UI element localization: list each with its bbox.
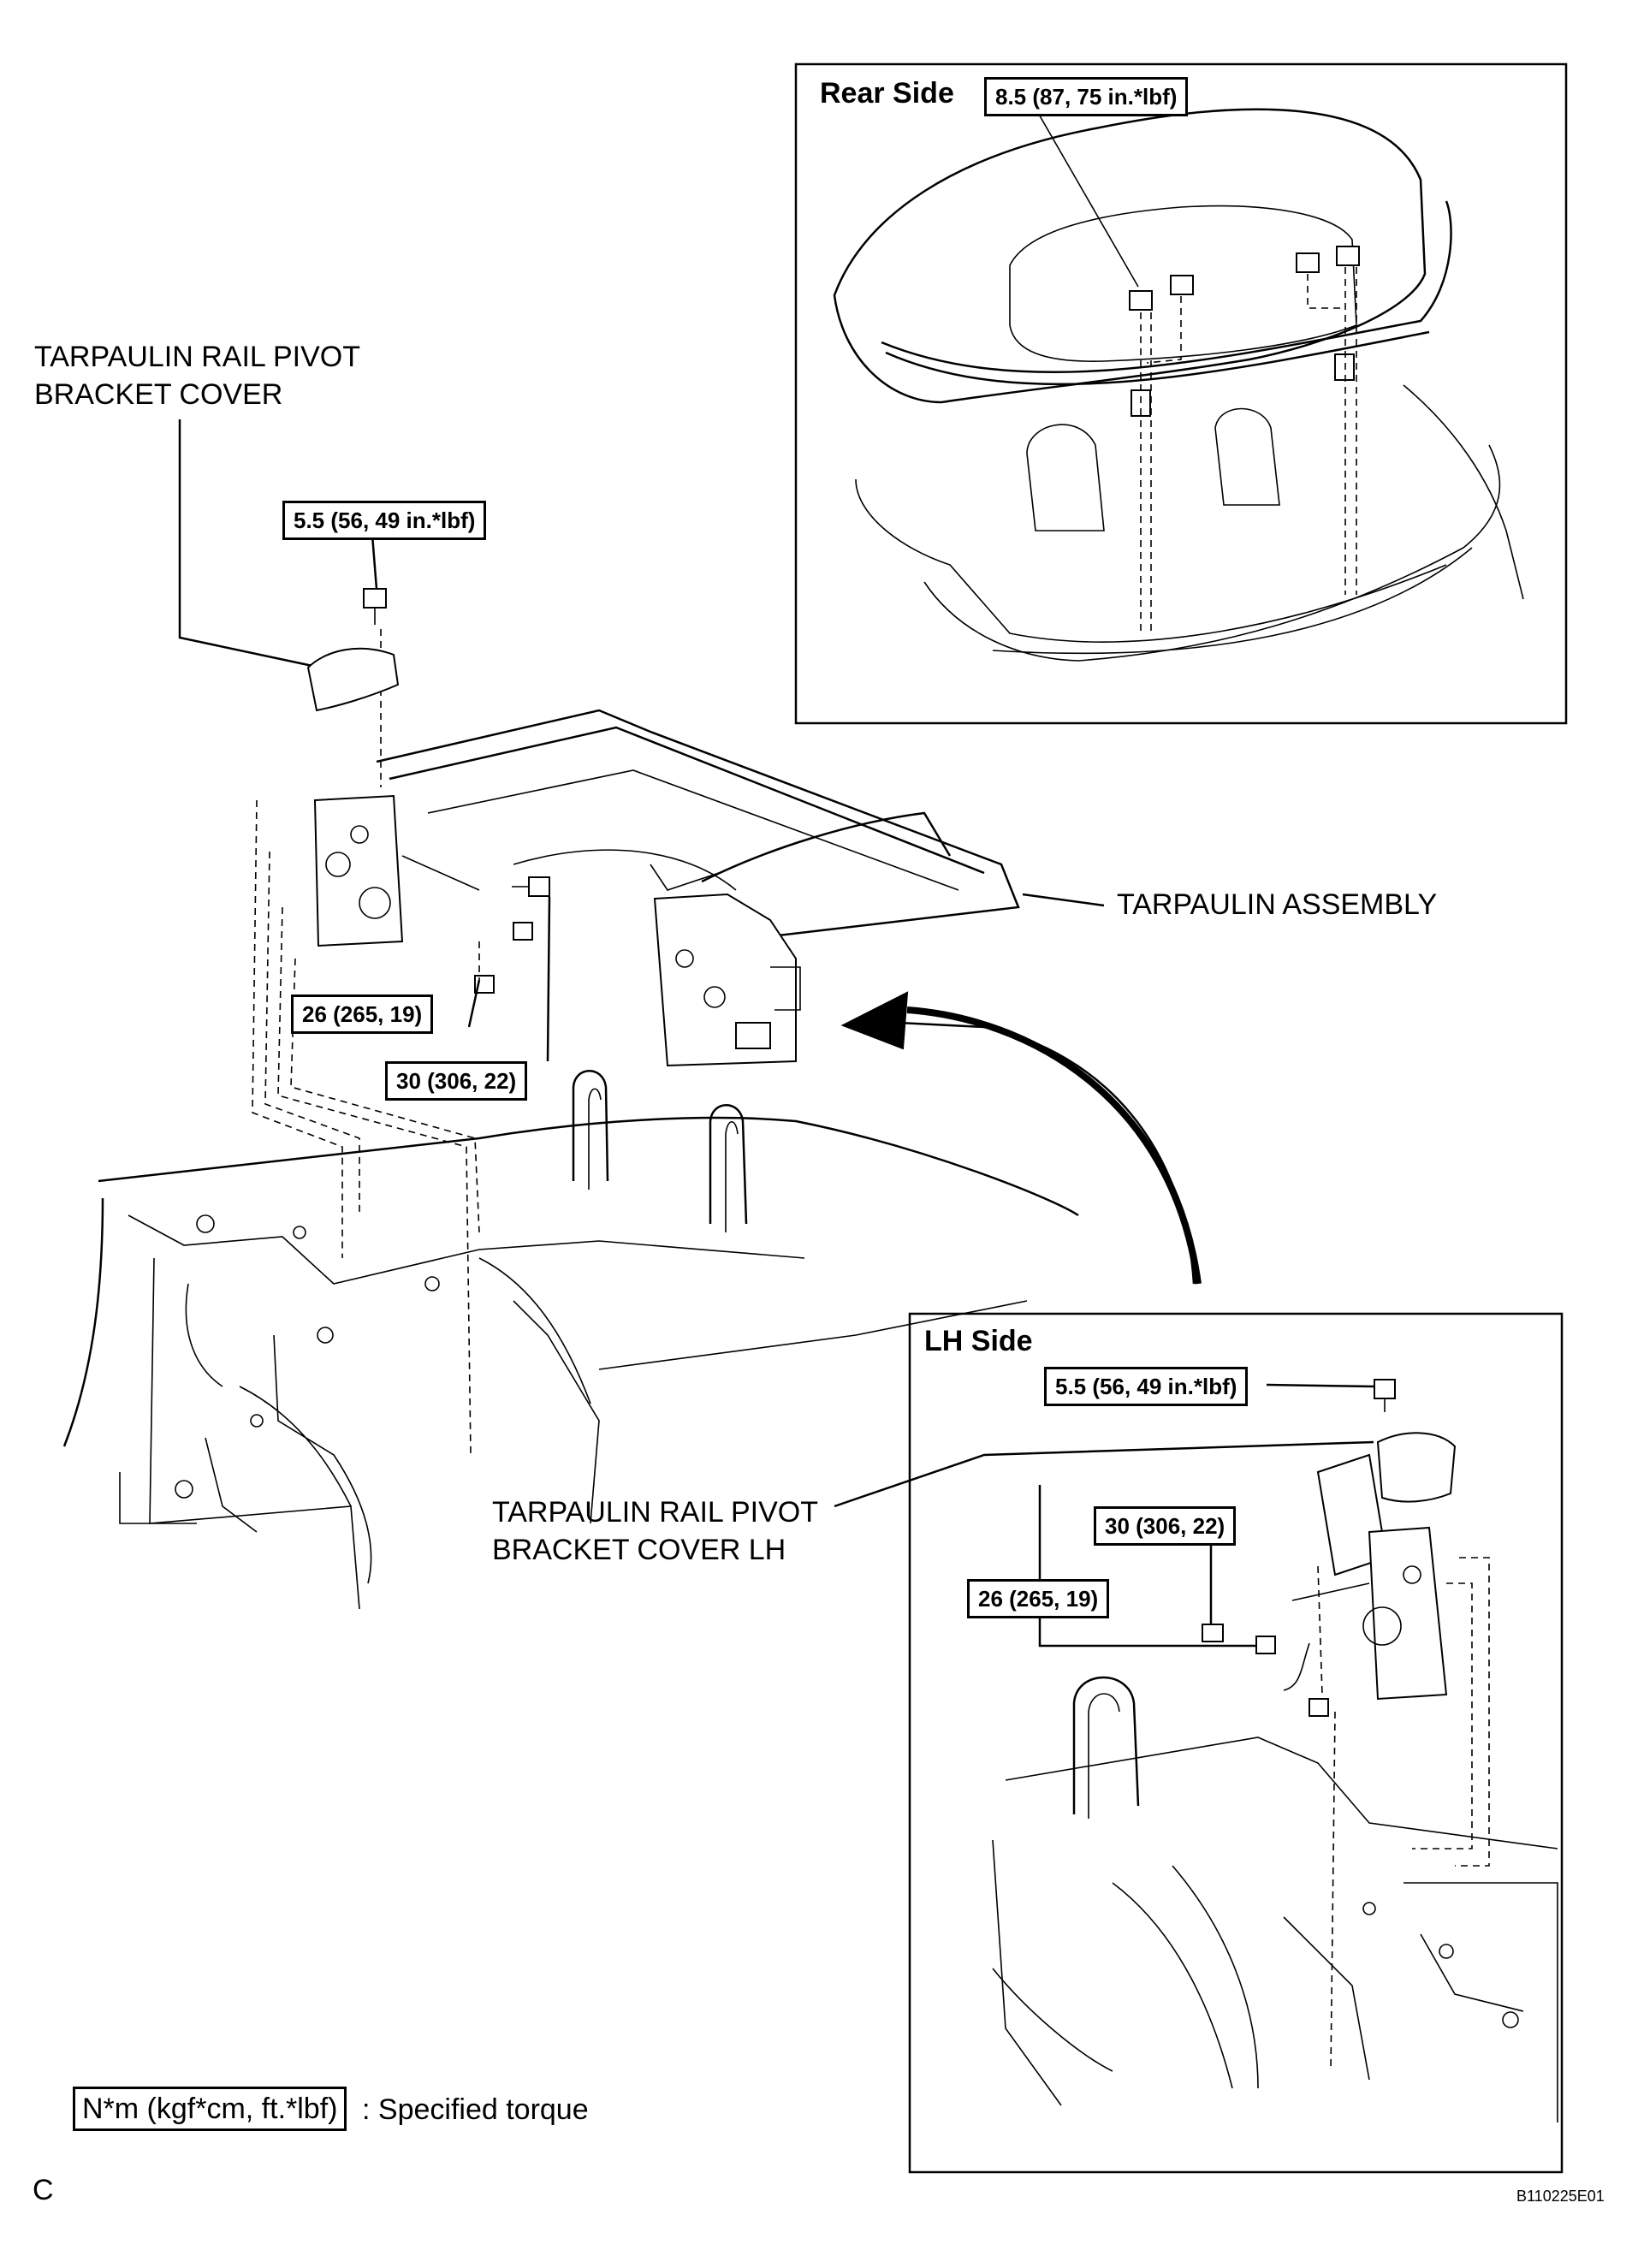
lh-side-drawing: [992, 1379, 1558, 2123]
pivot-cover-label: TARPAULIN RAIL PIVOT BRACKET COVER: [34, 338, 360, 413]
rear-side-drawing: [833, 100, 1524, 662]
pivot-cover-label-line1: TARPAULIN RAIL PIVOT: [34, 341, 361, 373]
figure-code: B110225E01: [1516, 2188, 1605, 2205]
rear-side-torque: 8.5 (87, 75 in.*lbf): [984, 77, 1189, 116]
lh-side-torque-mid: 30 (306, 22): [1094, 1506, 1237, 1546]
lh-side-panel-frame: [908, 1312, 1564, 2174]
torque-bolt: 30 (306, 22): [385, 1061, 528, 1101]
pivot-cover-label-line2: BRACKET COVER: [34, 378, 283, 411]
pivot-cover-lh-label-line2: BRACKET COVER LH: [492, 1534, 786, 1566]
lh-side-torque-low: 26 (265, 19): [967, 1579, 1110, 1618]
torque-nut: 26 (265, 19): [291, 994, 434, 1034]
pivot-cover-lh-label-line1: TARPAULIN RAIL PIVOT: [492, 1496, 819, 1529]
legend-text: : Specified torque: [362, 2093, 589, 2126]
pivot-cover-lh-label: TARPAULIN RAIL PIVOT BRACKET COVER LH: [492, 1493, 818, 1569]
rear-side-panel-frame: [794, 62, 1568, 725]
torque-cover-bolt: 5.5 (56, 49 in.*lbf): [282, 501, 487, 540]
lh-side-torque-top: 5.5 (56, 49 in.*lbf): [1044, 1367, 1249, 1406]
section-letter: C: [33, 2174, 54, 2206]
rear-side-title: Rear Side: [820, 77, 954, 110]
main-drawing: [62, 419, 1374, 1610]
big-arrow-head: [840, 991, 909, 1050]
lh-side-title: LH Side: [924, 1325, 1033, 1357]
tarpaulin-assembly-label: TARPAULIN ASSEMBLY: [1117, 888, 1438, 921]
legend-box: N*m (kgf*cm, ft.*lbf): [73, 2087, 347, 2131]
